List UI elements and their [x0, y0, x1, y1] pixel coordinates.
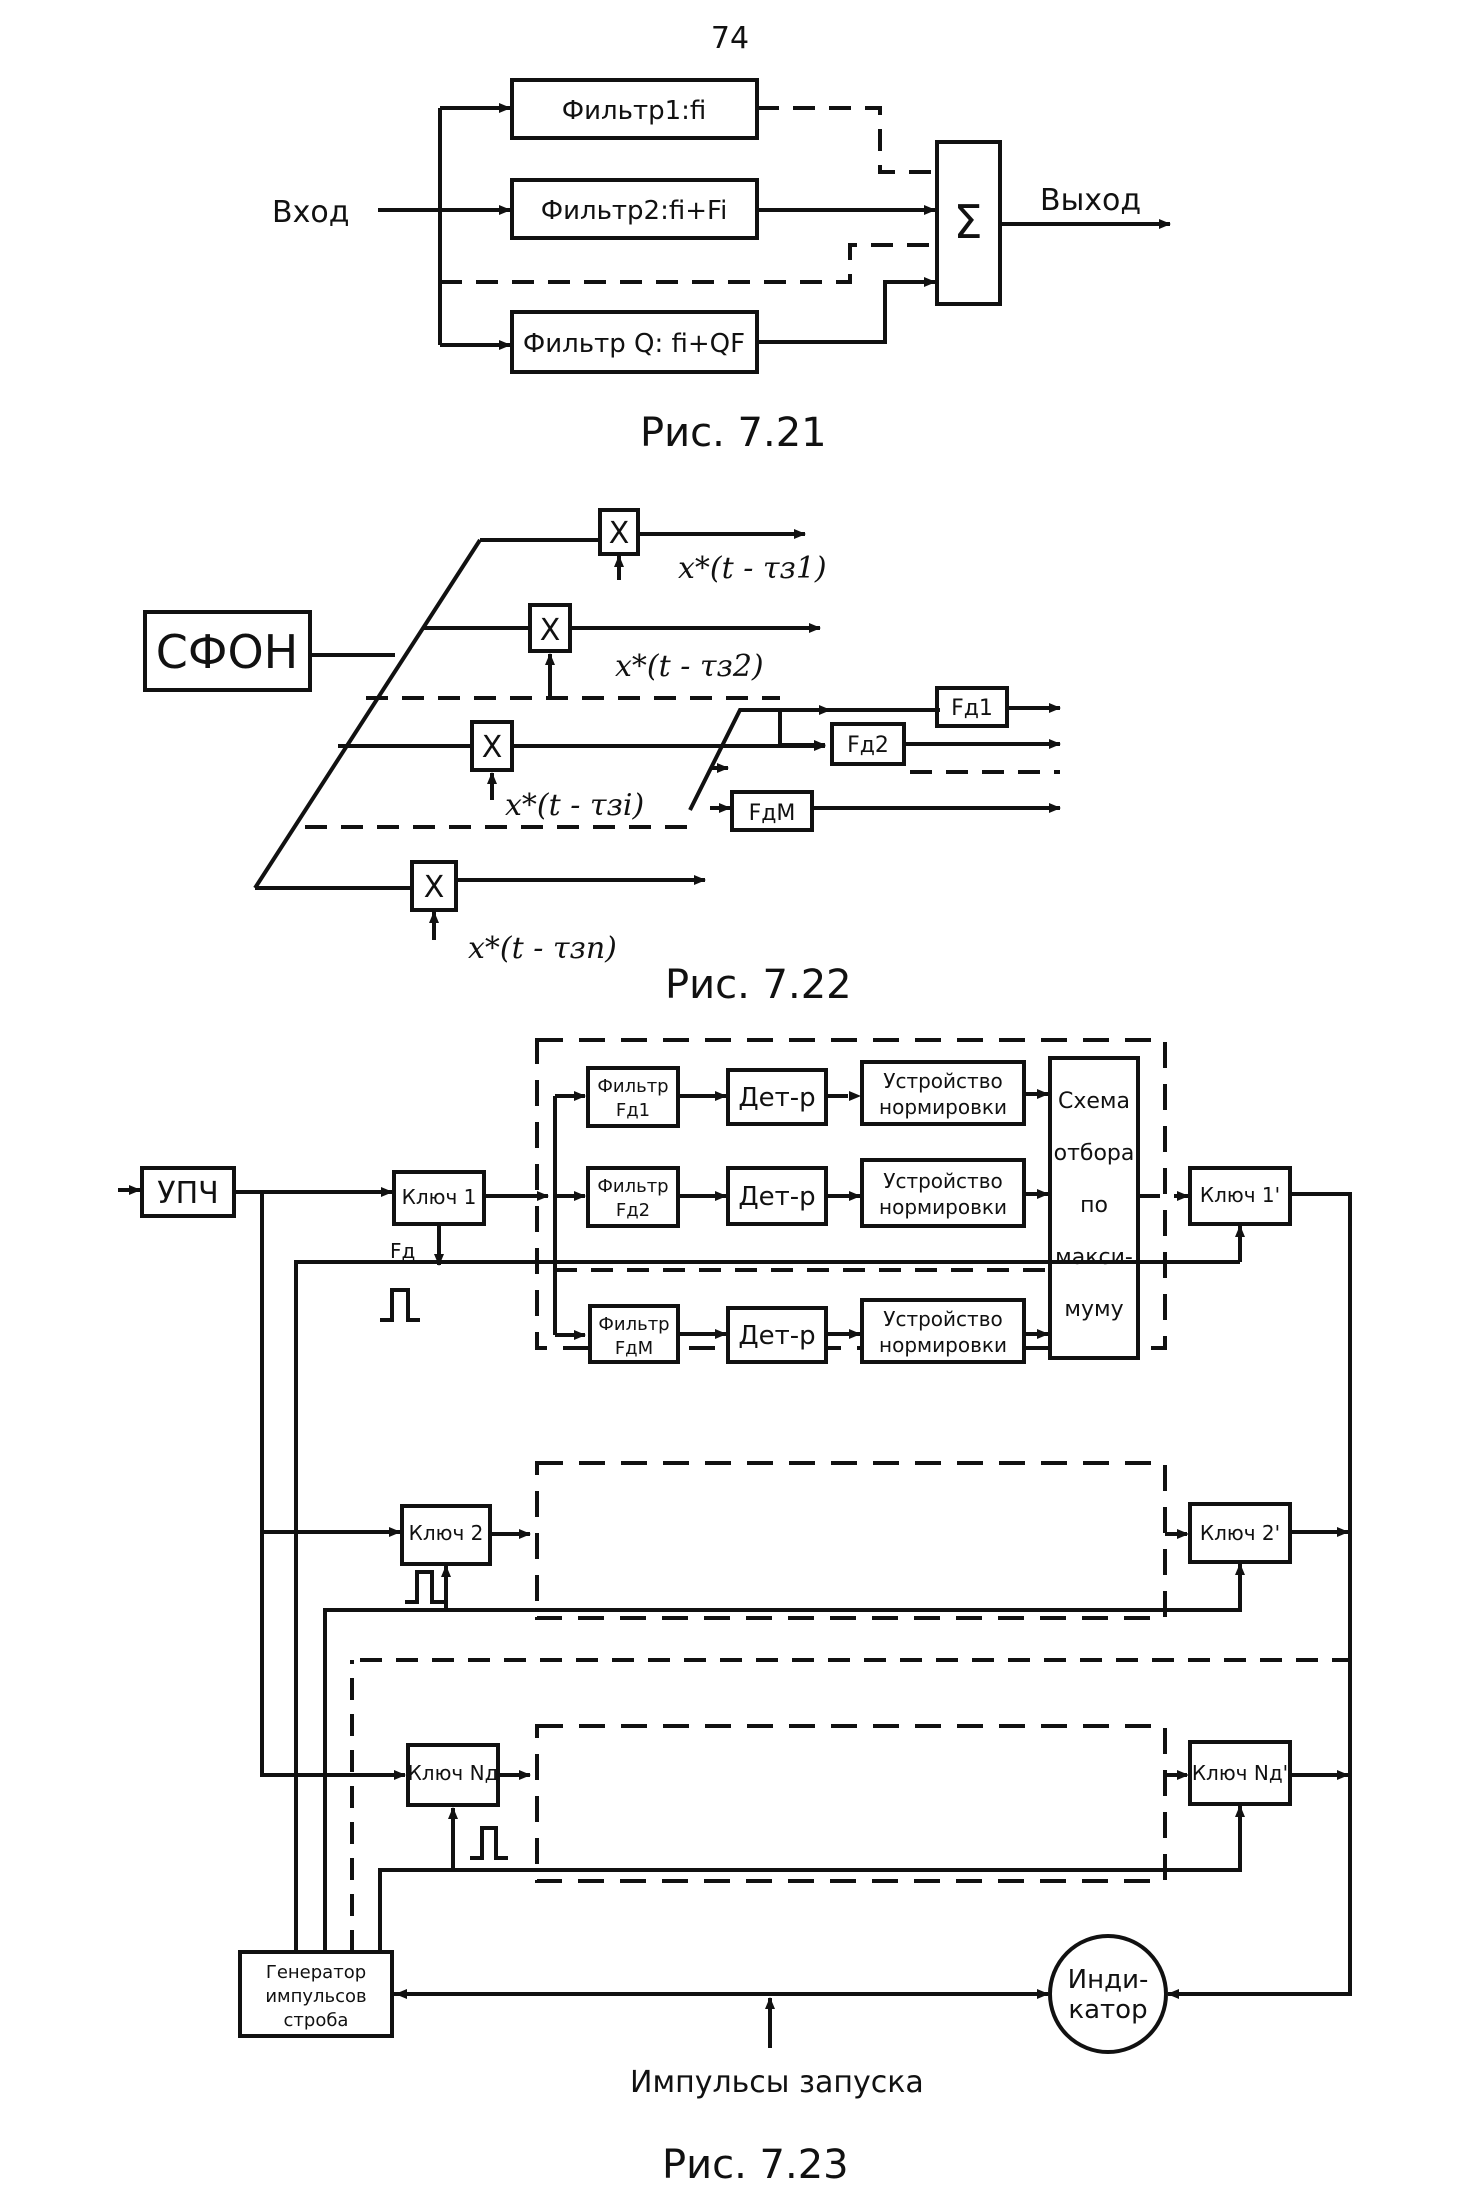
sfon-box: [143, 610, 312, 692]
norm-2-box: [860, 1158, 1026, 1228]
trigger-label: Импульсы запуска: [630, 2065, 924, 2100]
caption-7-23: Рис. 7.23: [662, 2142, 849, 2188]
indicator-label-1: Инди-: [1068, 1965, 1149, 1995]
signal-1: x*(t - τз1): [678, 551, 827, 586]
channel-1-block: [535, 1038, 1167, 1350]
filter-1-box: [510, 78, 759, 140]
multiplier-2-label: X: [540, 613, 561, 648]
norm-1-label-1: Устройство: [883, 1069, 1002, 1093]
channel-2-block: [535, 1461, 1167, 1620]
filter-q-box: [510, 310, 759, 374]
multiplier-1-label: X: [609, 516, 630, 551]
key-np-box: [1188, 1740, 1292, 1806]
norm-1-label-2: нормировки: [879, 1095, 1007, 1119]
key-2p-label: Ключ 2': [1200, 1521, 1280, 1545]
figure-7-23: УПЧ Ключ 1 Fд Фильтр Fд1 Дет-р Устройств…: [118, 1038, 1352, 2188]
upch-label: УПЧ: [157, 1176, 218, 1211]
figure-7-22: СФОН X x*(t - τз1) X x*(t - τз2) X x*(t …: [143, 508, 1061, 1008]
generator-label-2: импульсов: [265, 1986, 366, 2007]
max-select-label-2: отбора: [1054, 1141, 1135, 1166]
indicator: [1048, 1934, 1168, 2054]
norm-2-label-1: Устройство: [883, 1169, 1002, 1193]
signal-n: x*(t - τзn): [468, 931, 617, 966]
detector-1-label: Дет-р: [738, 1083, 815, 1113]
doppler-filter-m: [730, 790, 814, 832]
filter-q-label: Фильтр Q: fi+QF: [523, 329, 745, 359]
output-label: Выход: [1040, 183, 1141, 218]
key-1p-label: Ключ 1': [1200, 1183, 1280, 1207]
norm-m-box: [860, 1298, 1026, 1364]
indicator-label-2: катор: [1068, 1995, 1147, 2025]
figure-7-21: Вход Фильтр1:fi Фильтр2:fi+Fi Фильтр Q: …: [272, 78, 1171, 456]
filter-fd2-label-1: Фильтр: [597, 1176, 668, 1197]
filter-fd1-label-1: Фильтр: [597, 1076, 668, 1097]
multiplier-n: [410, 860, 458, 912]
filter-fdm-label-1: Фильтр: [598, 1314, 669, 1335]
detector-m-box: [726, 1306, 828, 1364]
filter-2-label: Фильтр2:fi+Fi: [541, 196, 728, 226]
multiplier-i: [470, 720, 514, 772]
generator-label-1: Генератор: [266, 1962, 366, 1983]
multiplier-i-label: X: [482, 730, 503, 765]
detector-2-box: [726, 1166, 828, 1226]
max-select-box: [1048, 1056, 1140, 1360]
filter-2-box: [510, 178, 759, 240]
max-select-label-3: по: [1080, 1193, 1108, 1218]
filter-1-label: Фильтр1:fi: [562, 96, 707, 126]
signal-i: x*(t - τзi): [505, 788, 644, 823]
max-select-label-1: Схема: [1058, 1089, 1130, 1114]
key-1-label: Ключ 1: [402, 1185, 477, 1209]
norm-1-box: [860, 1060, 1026, 1126]
max-select-label-4: макси-: [1055, 1245, 1133, 1270]
multiplier-n-label: X: [424, 870, 445, 905]
filter-fd2-label-2: Fд2: [616, 1200, 650, 1221]
doppler-filter-m-label: FдM: [749, 801, 796, 826]
generator-box: [238, 1950, 394, 2038]
doppler-filter-1-label: Fд1: [951, 696, 993, 721]
doppler-filter-2-label: Fд2: [847, 733, 889, 758]
gate-label: Fд: [390, 1239, 415, 1263]
key-2-label: Ключ 2: [409, 1521, 484, 1545]
max-select-label-5: муму: [1064, 1297, 1123, 1322]
key-2p-box: [1188, 1502, 1292, 1564]
norm-m-label-2: нормировки: [879, 1333, 1007, 1357]
key-n-label: Ключ Nд: [408, 1761, 499, 1785]
caption-7-22: Рис. 7.22: [665, 962, 852, 1008]
doppler-filter-1: [935, 686, 1009, 728]
detector-m-label: Дет-р: [738, 1321, 815, 1351]
input-label: Вход: [272, 195, 349, 230]
norm-2-label-2: нормировки: [879, 1195, 1007, 1219]
detector-2-label: Дет-р: [738, 1182, 815, 1212]
page-number: 74: [711, 21, 749, 56]
sfon-label: СФОН: [156, 625, 299, 679]
summator-label: Σ: [953, 195, 982, 249]
caption-7-21: Рис. 7.21: [640, 410, 827, 456]
channel-n-block: [535, 1724, 1167, 1883]
key-np-label: Ключ Nд': [1192, 1761, 1288, 1785]
filter-fdm-label-2: FдM: [615, 1338, 653, 1359]
generator-label-3: строба: [284, 2010, 349, 2031]
filter-fd1-label-2: Fд1: [616, 1100, 650, 1121]
norm-m-label-1: Устройство: [883, 1307, 1002, 1331]
signal-2: x*(t - τз2): [615, 649, 764, 684]
